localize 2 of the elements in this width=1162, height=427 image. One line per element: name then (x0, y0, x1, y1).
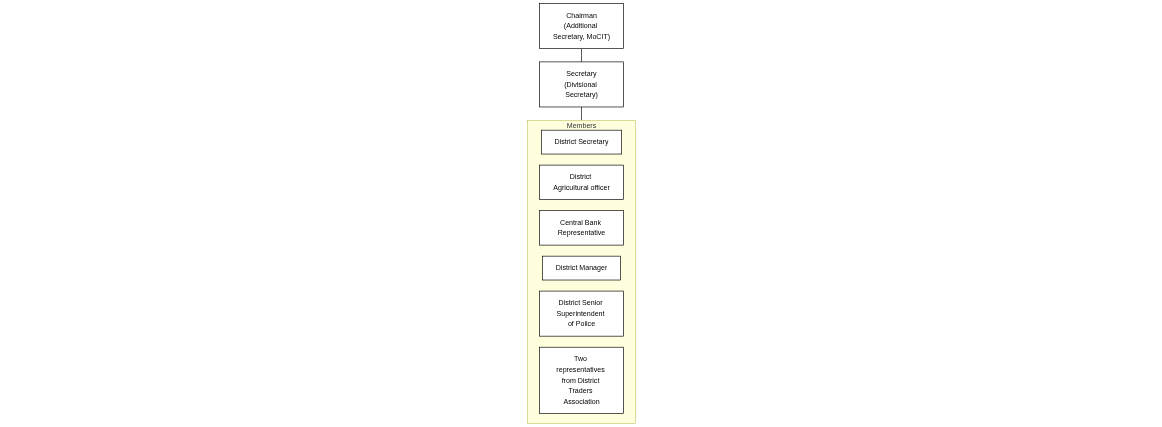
connector (580, 48, 582, 63)
connector (580, 106, 582, 121)
